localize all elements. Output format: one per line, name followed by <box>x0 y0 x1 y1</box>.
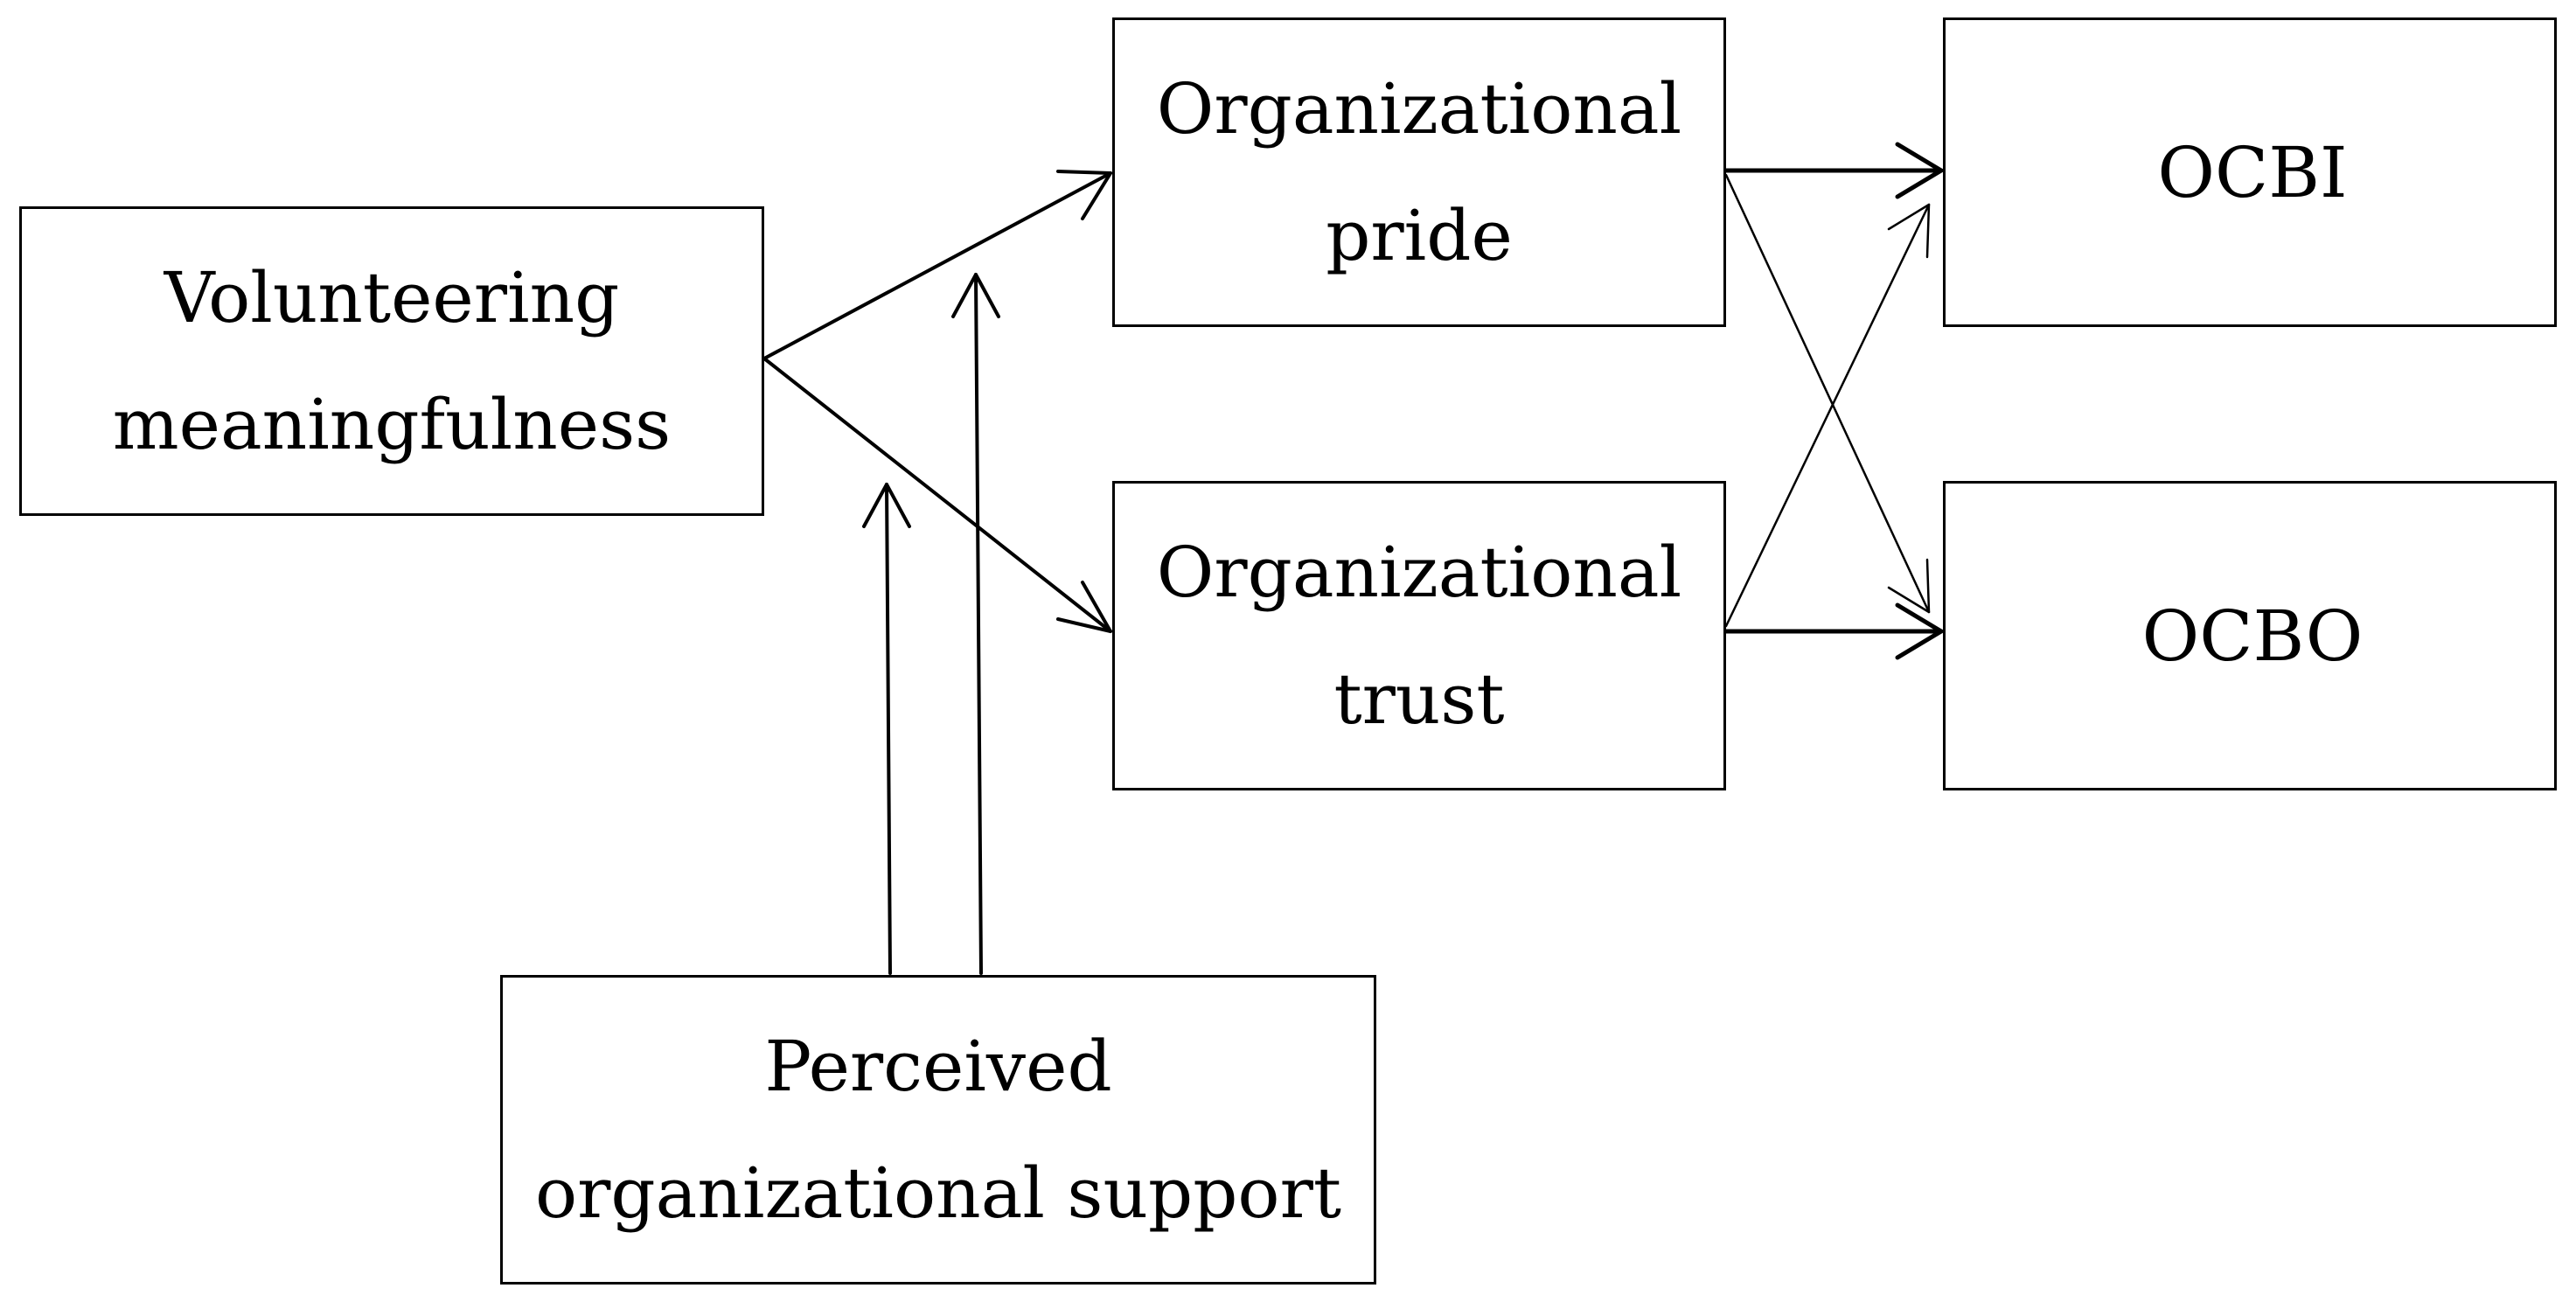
edge-pos-moderates-vm-pride <box>974 273 983 975</box>
arrowhead-vm-to-trust <box>1056 581 1112 633</box>
node-label-line-2: trust <box>1333 658 1505 740</box>
arrowhead-pos-moderates-vm-trust <box>862 483 911 528</box>
arrowhead-pos-moderates-vm-pride <box>951 273 1000 318</box>
node-label: OCBI <box>2157 131 2348 213</box>
node-label-line-1: Organizational <box>1156 532 1682 613</box>
edge-pos-moderates-vm-trust <box>885 483 892 975</box>
arrowhead-trust-to-ocbo <box>1895 602 1944 660</box>
arrowhead-pride-to-ocbi <box>1895 142 1944 199</box>
node-volunteering-meaningfulness: Volunteering meaningfulness <box>19 206 764 516</box>
node-label: OCBO <box>2141 595 2364 677</box>
node-organizational-pride: Organizational pride <box>1112 17 1726 327</box>
node-label-line-1: Organizational <box>1156 68 1682 150</box>
node-label-line-1: Perceived <box>764 1026 1112 1107</box>
edge-vm-to-trust <box>762 357 1112 633</box>
node-ocbo: OCBO <box>1943 481 2557 790</box>
edge-pride-to-ocbo <box>1724 173 1931 614</box>
arrowhead-pride-to-ocbo <box>1887 558 1931 614</box>
node-organizational-trust: Organizational trust <box>1112 481 1726 790</box>
arrowhead-vm-to-pride <box>1056 170 1112 220</box>
node-perceived-organizational-support: Perceived organizational support <box>500 975 1376 1285</box>
edge-trust-to-ocbi <box>1724 203 1931 628</box>
node-label-line-1: Volunteering <box>164 257 620 338</box>
node-label-line-2: meaningfulness <box>112 384 672 465</box>
node-ocbi: OCBI <box>1943 17 2557 327</box>
arrowhead-trust-to-ocbi <box>1887 203 1931 259</box>
node-label-line-2: pride <box>1326 195 1513 276</box>
node-label-line-2: organizational support <box>535 1152 1341 1234</box>
edge-vm-to-pride <box>762 171 1112 360</box>
